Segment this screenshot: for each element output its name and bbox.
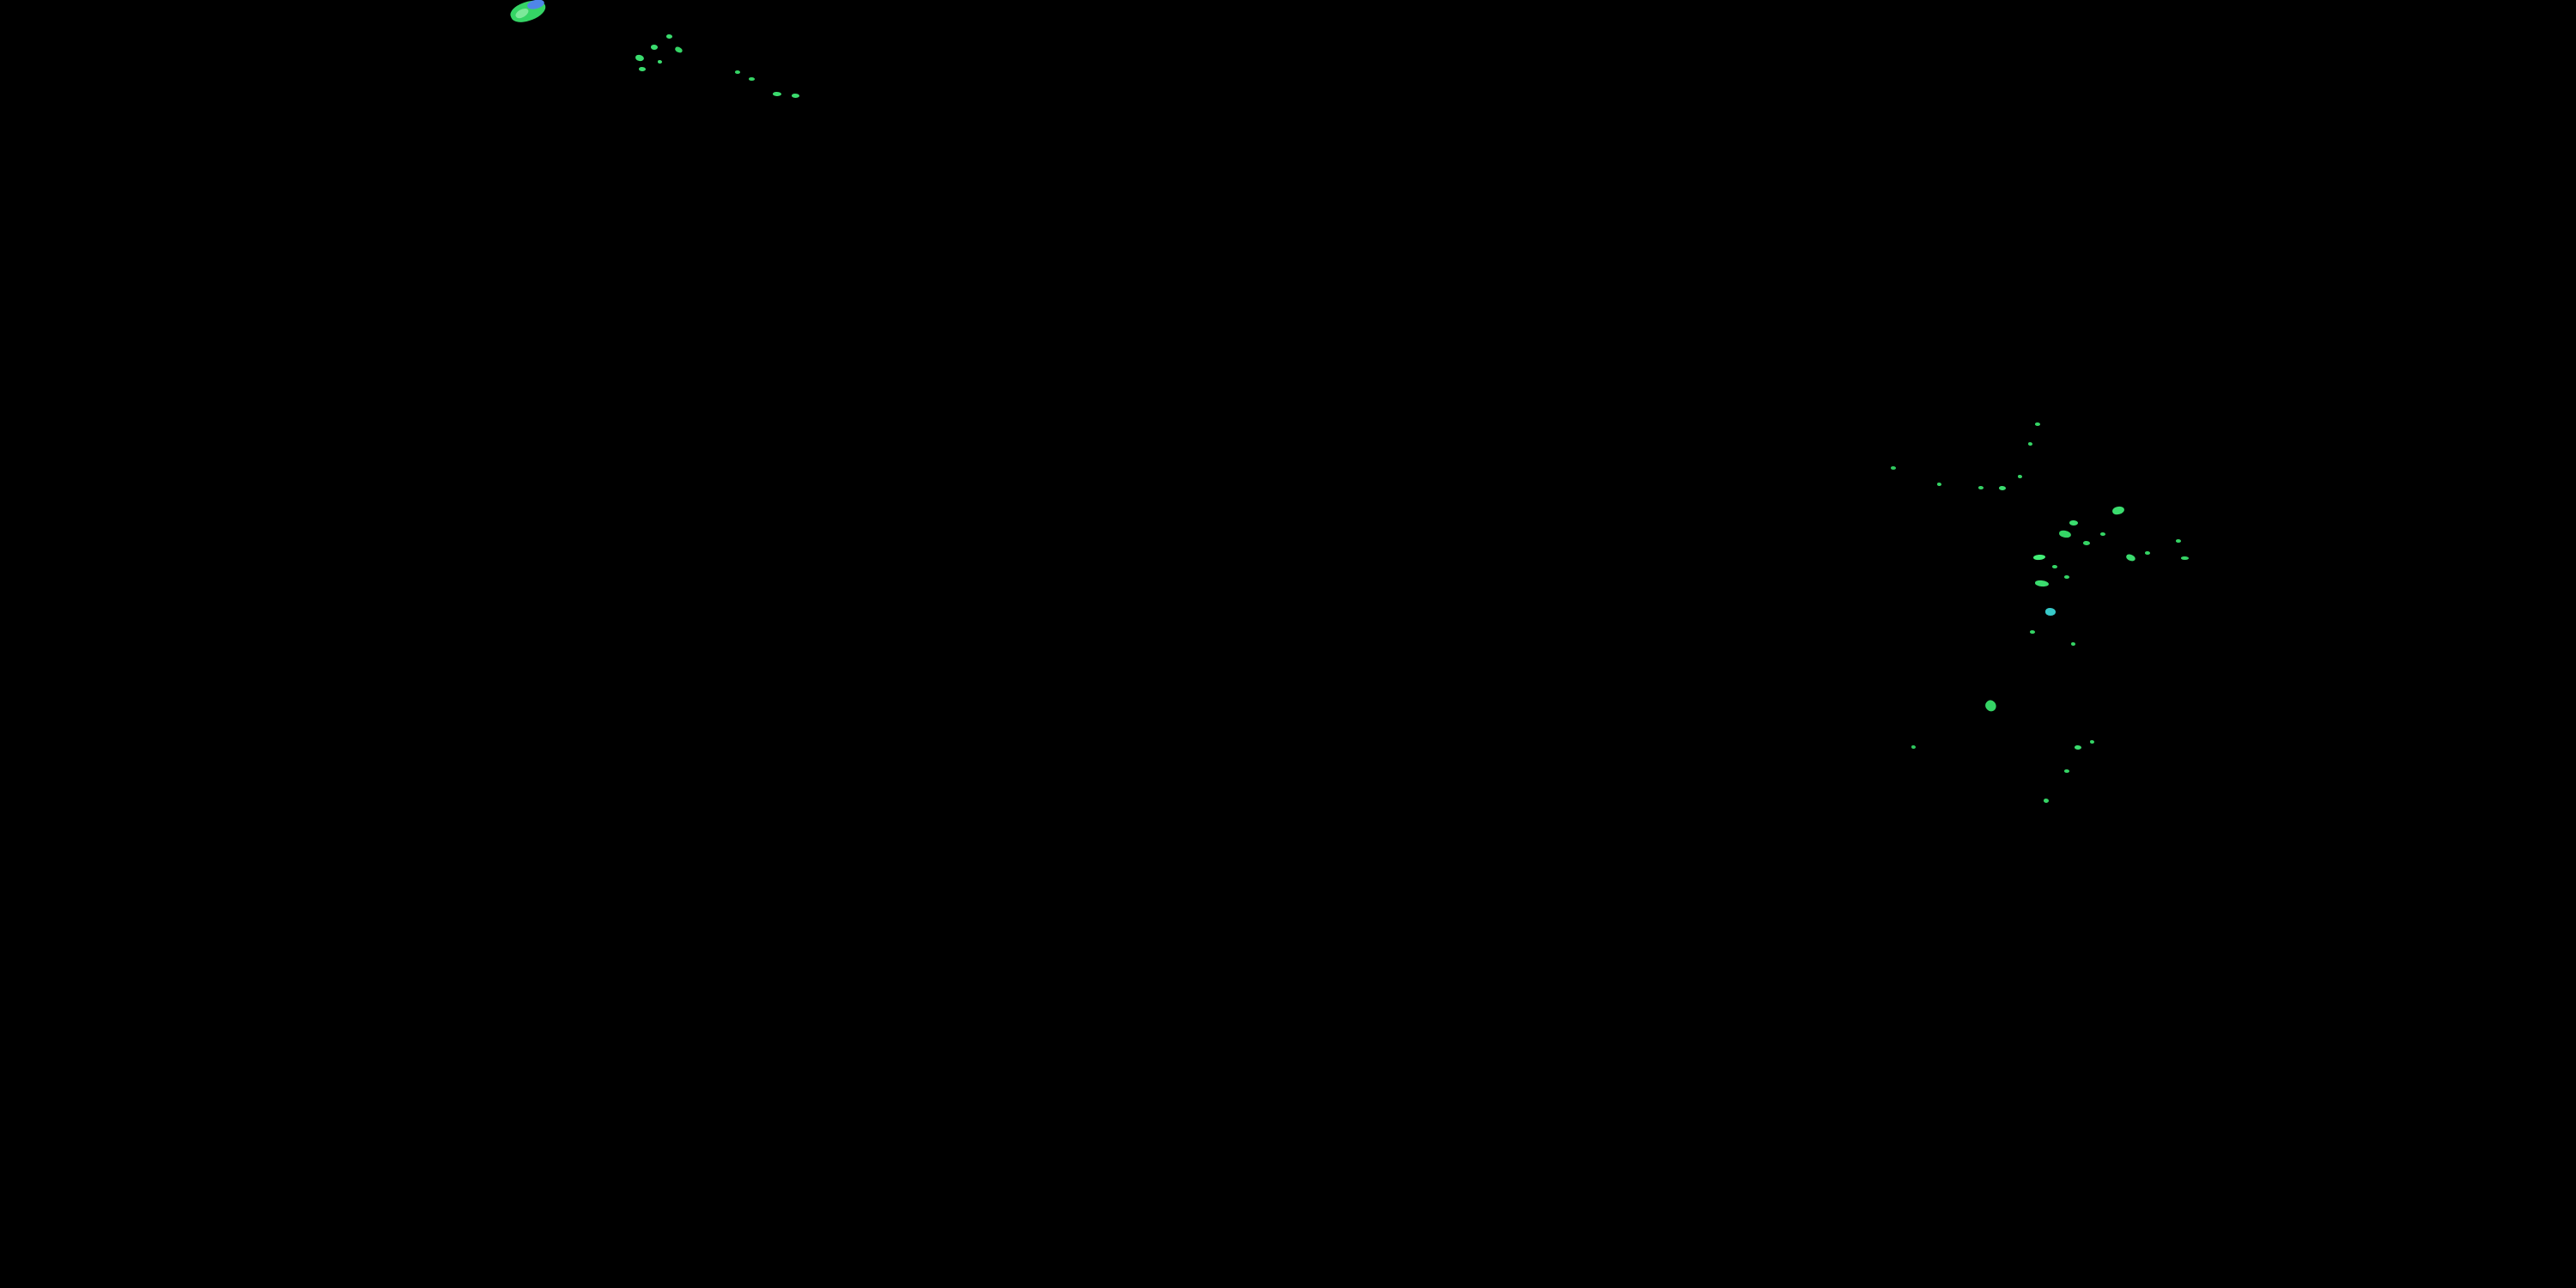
- precip-echo-blob: [1983, 698, 1999, 714]
- precip-echo-blob: [1999, 486, 2006, 490]
- precip-echo-blob: [2034, 580, 2050, 587]
- precip-echo-blob: [2028, 442, 2032, 446]
- precip-echo-blob: [651, 45, 658, 50]
- precip-echo-blob: [2145, 551, 2150, 555]
- precip-echo-blob: [639, 67, 646, 71]
- precip-echo-blob: [2044, 799, 2049, 803]
- precip-echo-blob: [735, 70, 740, 74]
- precip-echo-blob: [773, 92, 781, 96]
- precip-echo-blob: [2176, 539, 2181, 543]
- precip-echo-blob: [2030, 630, 2035, 634]
- precip-echo-blob: [2035, 422, 2040, 426]
- precip-echo-blob: [2064, 575, 2069, 579]
- precip-echo-blob: [2075, 745, 2081, 750]
- precip-echo-blob: [1911, 745, 1916, 749]
- precip-echo-blob: [2032, 554, 2046, 561]
- precip-echo-blob: [2018, 475, 2022, 478]
- precip-echo-blob: [2058, 529, 2072, 539]
- precip-echo-blob: [2125, 553, 2136, 562]
- precip-echo-blob: [2100, 532, 2105, 536]
- precip-echo-blob: [2071, 642, 2075, 646]
- precip-echo-blob: [2083, 541, 2090, 545]
- precip-echo-blob: [674, 46, 683, 54]
- precip-echo-blob: [2069, 520, 2078, 526]
- precip-echo-blob: [2064, 769, 2069, 773]
- precip-echo-blob: [2111, 505, 2125, 516]
- precip-echo-blob: [666, 34, 672, 39]
- precip-echo-blob: [1978, 486, 1984, 489]
- precip-echo-blob: [1891, 466, 1896, 470]
- precip-echo-blob: [749, 77, 755, 81]
- precip-echo-blob: [2090, 740, 2094, 744]
- precip-echo-blob: [1937, 483, 1941, 486]
- precip-echo-blob: [658, 60, 662, 64]
- precip-echo-blob: [635, 54, 645, 62]
- precip-echo-blob: [2045, 608, 2056, 616]
- precip-echo-blob: [2052, 565, 2057, 568]
- precip-echo-blob: [792, 94, 799, 98]
- precip-echo-blob: [2181, 556, 2189, 560]
